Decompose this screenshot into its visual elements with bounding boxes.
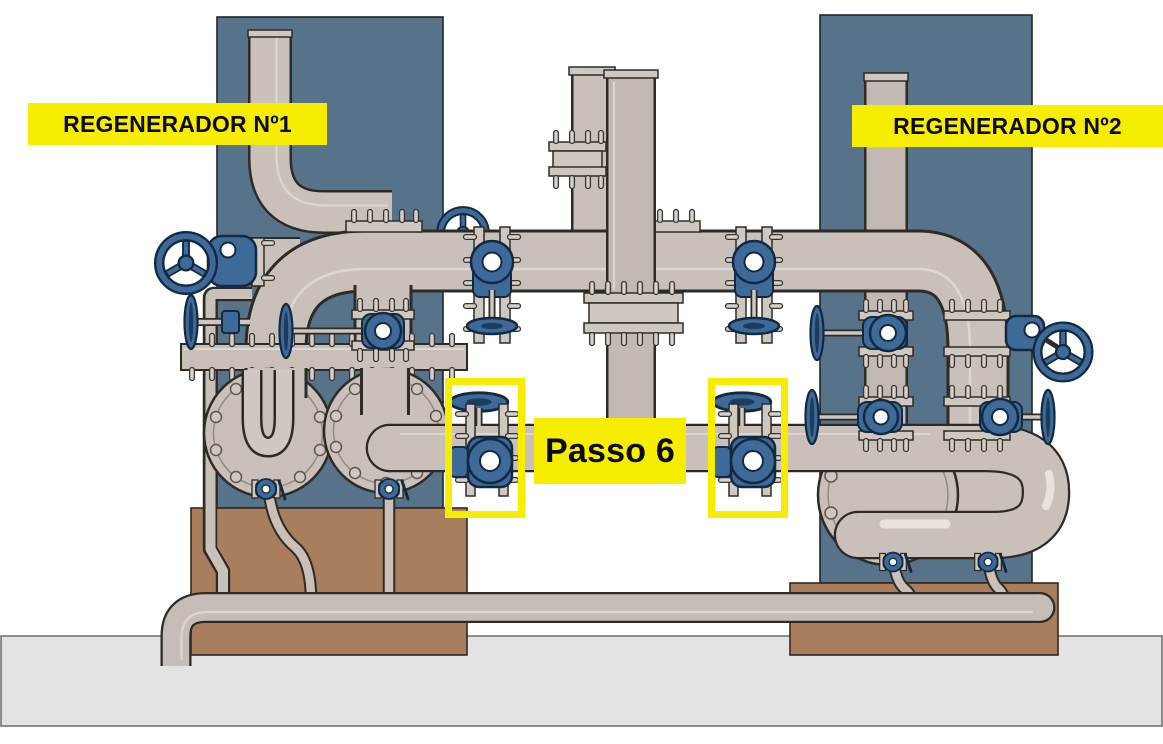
valve-riser-lower[interactable] — [804, 384, 914, 453]
step-valve-right[interactable] — [711, 391, 783, 497]
center-main-flange — [583, 280, 684, 347]
valve-left-spool[interactable] — [278, 297, 415, 363]
label-regenerator-2: REGENERADOR Nº2 — [852, 105, 1163, 147]
center-back-column — [548, 66, 616, 250]
drain-valve-4[interactable] — [973, 551, 1008, 573]
flange-bar — [180, 332, 468, 382]
drain-pipe — [160, 592, 1056, 666]
valve-riser-upper[interactable] — [809, 298, 914, 369]
label-step: Passo 6 — [534, 418, 686, 484]
valve-header-right[interactable] — [724, 226, 784, 344]
highlight-box-valve-left[interactable] — [445, 378, 525, 518]
valve-right-leg-lower[interactable] — [943, 384, 1056, 453]
drain-valve-1[interactable] — [250, 477, 287, 501]
regenerator-1-outlet-pipe — [247, 29, 392, 234]
drain-valve-2[interactable] — [373, 477, 410, 501]
label-regenerator-1: REGENERADOR Nº1 — [28, 103, 327, 145]
valve-right-leg-upper[interactable] — [943, 298, 1089, 378]
drain-valve-3[interactable] — [878, 551, 913, 573]
valve-header-left[interactable] — [462, 226, 522, 344]
valve-header-left-end[interactable] — [159, 236, 276, 290]
step-valve-left[interactable] — [448, 391, 520, 497]
platform-left — [190, 507, 468, 656]
center-front-column — [603, 69, 659, 450]
highlight-box-valve-right[interactable] — [708, 378, 788, 518]
step-transfer-pipe — [365, 423, 1071, 560]
valve-small-left[interactable] — [183, 293, 251, 351]
